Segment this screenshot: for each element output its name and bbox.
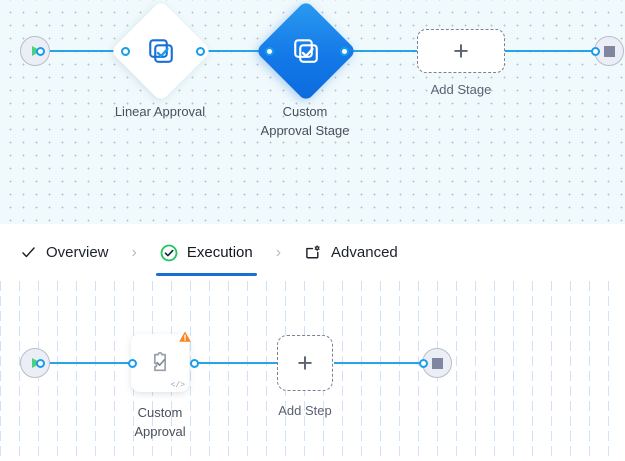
port-custom-approval-stage-input[interactable] (265, 46, 274, 56)
edge-start-to-linear-approval (41, 50, 126, 52)
tab-active-indicator (155, 273, 257, 276)
stop-icon (603, 45, 615, 57)
edge-linear-to-custom-approval (200, 50, 269, 52)
plus-icon: + (453, 35, 469, 66)
tab-execution[interactable]: Execution (155, 229, 257, 276)
step-node-custom-approval[interactable]: </> (131, 331, 191, 392)
approval-diamond-icon (146, 36, 176, 66)
edge-add-stage-to-end (505, 50, 595, 52)
port-linear-approval-input[interactable] (121, 46, 130, 56)
step-flow-canvas[interactable]: </> Custom Approval + Add Step (0, 281, 625, 461)
port-start-output[interactable] (36, 46, 45, 56)
tab-overview-label: Overview (46, 244, 109, 261)
edge-start-to-custom-approval (41, 362, 133, 364)
port-custom-approval-input[interactable] (128, 358, 137, 368)
approval-diamond-icon (291, 36, 321, 66)
add-step-label: Add Step (278, 403, 332, 418)
stage-node-linear-approval[interactable] (110, 0, 212, 102)
tab-separator-2: › (275, 243, 282, 261)
step-flow-start-node[interactable] (20, 348, 50, 378)
workflow-tab-bar: Overview › Execution › Advance (0, 224, 625, 281)
tab-advanced-label: Advanced (331, 244, 398, 261)
port-step-start-output[interactable] (36, 358, 45, 368)
port-end-input[interactable] (591, 46, 600, 56)
step-node-custom-approval-label: Custom Approval (134, 405, 186, 439)
tab-advanced[interactable]: Advanced (300, 229, 402, 276)
stop-icon (431, 357, 443, 369)
port-custom-approval-output[interactable] (190, 358, 199, 368)
port-custom-approval-stage-output[interactable] (340, 46, 349, 56)
add-stage-button[interactable]: + (417, 29, 505, 73)
tab-separator-1: › (131, 243, 137, 261)
edge-custom-approval-to-add-step (194, 362, 279, 364)
warning-icon (177, 329, 193, 345)
port-linear-approval-output[interactable] (196, 46, 205, 56)
stage-node-linear-approval-label: Linear Approval (114, 104, 206, 119)
tab-execution-label: Execution (186, 244, 253, 261)
check-circle-icon (160, 244, 178, 262)
check-icon (20, 244, 37, 261)
port-step-end-input[interactable] (419, 358, 428, 368)
plus-icon: + (297, 347, 313, 378)
edge-custom-approval-to-add-stage (344, 50, 417, 52)
plugin-check-icon (146, 349, 174, 377)
stage-flow-canvas[interactable]: Linear Approval Custom Approval Stage + … (0, 0, 625, 224)
tab-overview[interactable]: Overview (16, 229, 113, 276)
edge-add-step-to-end (334, 362, 423, 364)
settings-card-icon (304, 244, 322, 262)
code-icon: </> (170, 381, 185, 390)
stage-node-custom-approval-stage[interactable] (255, 0, 357, 102)
add-stage-label: Add Stage (430, 82, 492, 97)
add-step-button[interactable]: + (277, 335, 333, 391)
stage-node-custom-approval-stage-label: Custom Approval Stage (260, 104, 350, 138)
stage-flow-start-node[interactable] (20, 36, 50, 66)
